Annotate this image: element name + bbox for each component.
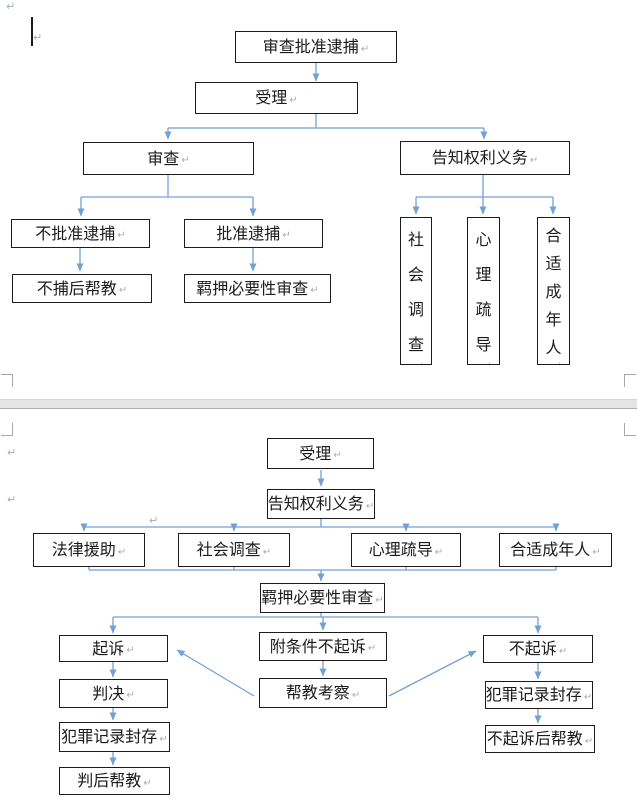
flow-node-judgment[interactable]: 判决↵ xyxy=(59,679,168,708)
node-label: 犯罪记录封存 xyxy=(485,685,582,704)
page-margin-corner-mark xyxy=(1,374,13,387)
paragraph-mark: ↵ xyxy=(6,0,16,13)
document-page-1: ↵ ↵ 审查批准逮捕↵ 受理↵ 审查↵ 告知权利义务↵ 不批准逮捕↵ 批准逮捕↵… xyxy=(0,0,637,399)
document-page-2: ↵ ↵ ↵ 受理↵ 告知权利义务↵ 法律援助↵ 社会调查↵ 心理疏导↵ 合适成年… xyxy=(0,409,637,805)
page-margin-corner-mark xyxy=(624,374,636,387)
node-label: 合适成年人 xyxy=(510,540,591,559)
node-label: 附条件不起诉 xyxy=(269,636,366,656)
paragraph-mark: ↵ xyxy=(262,546,272,558)
flow-node-review-approve-arrest[interactable]: 审查批准逮捕↵ xyxy=(235,31,397,63)
paragraph-mark: ↵ xyxy=(583,691,593,703)
flow-node-accept-p2[interactable]: 受理↵ xyxy=(267,438,374,469)
paragraph-mark: ↵ xyxy=(483,362,491,365)
flow-node-detention-review-p1[interactable]: 羁押必要性审查↵ xyxy=(184,274,331,303)
node-label: 告知权利义务 xyxy=(431,148,528,167)
flow-node-inform-rights-p1[interactable]: 告知权利义务↵ xyxy=(400,141,570,175)
node-label: 审查批准逮捕 xyxy=(262,37,359,56)
paragraph-mark: ↵ xyxy=(7,446,17,459)
node-label: 心理疏导 xyxy=(368,540,433,559)
paragraph-mark: ↵ xyxy=(181,155,190,166)
paragraph-mark: ↵ xyxy=(351,689,361,701)
paragraph-mark: ↵ xyxy=(375,594,384,606)
paragraph-mark: ↵ xyxy=(126,690,135,701)
flow-node-non-prosecution[interactable]: 不起诉↵ xyxy=(483,635,593,663)
paragraph-mark: ↵ xyxy=(365,500,375,512)
flow-node-record-seal-left[interactable]: 犯罪记录封存↵ xyxy=(59,722,170,752)
paragraph-mark: ↵ xyxy=(367,643,377,654)
paragraph-mark: ↵ xyxy=(7,493,17,506)
paragraph-mark: ↵ xyxy=(416,362,424,365)
flow-node-appropriate-adult-p2[interactable]: 合适成年人↵ xyxy=(499,533,612,567)
page-margin-corner-mark xyxy=(624,423,636,436)
paragraph-mark: ↵ xyxy=(434,546,444,558)
page-break-gap xyxy=(0,399,637,409)
node-label: 心理疏导 xyxy=(475,230,492,354)
node-label: 不批准逮捕 xyxy=(35,223,116,243)
node-label: 不起诉 xyxy=(508,639,557,658)
paragraph-mark: ↵ xyxy=(529,154,539,166)
node-label: 羁押必要性审查 xyxy=(196,278,309,298)
paragraph-mark: ↵ xyxy=(33,31,43,44)
paragraph-mark: ↵ xyxy=(289,94,298,106)
node-label: 告知权利义务 xyxy=(267,494,364,513)
flow-node-conditional-non-prosecution[interactable]: 附条件不起诉↵ xyxy=(259,632,387,661)
paragraph-mark: ↵ xyxy=(117,230,126,241)
paragraph-mark: ↵ xyxy=(282,230,291,241)
flow-node-prosecute[interactable]: 起诉↵ xyxy=(59,635,168,662)
paragraph-mark: ↵ xyxy=(558,645,568,657)
flow-node-disapprove-arrest[interactable]: 不批准逮捕↵ xyxy=(11,219,150,248)
node-label: 不起诉后帮教 xyxy=(486,729,583,748)
node-label: 起诉 xyxy=(92,638,125,658)
paragraph-mark: ↵ xyxy=(553,362,561,365)
flow-node-approve-arrest[interactable]: 批准逮捕↵ xyxy=(184,219,323,248)
paragraph-mark: ↵ xyxy=(592,546,601,558)
node-label: 法律援助 xyxy=(51,540,116,559)
flow-node-psych-counseling-p1[interactable]: 心理疏导 ↵ xyxy=(467,217,500,365)
flow-node-appropriate-adult-p1[interactable]: 合适成年人 ↵ xyxy=(537,217,570,365)
flow-node-social-investigation-p2[interactable]: 社会调查↵ xyxy=(178,533,290,567)
node-label: 合适成年人 xyxy=(545,226,562,357)
node-label: 不捕后帮教 xyxy=(36,278,117,298)
flow-node-accept-p1[interactable]: 受理↵ xyxy=(195,82,358,114)
node-label: 羁押必要性审查 xyxy=(261,588,374,607)
flow-node-detention-review-p2[interactable]: 羁押必要性审查↵ xyxy=(260,583,385,613)
paragraph-mark: ↵ xyxy=(333,450,342,461)
node-label: 社会调查 xyxy=(196,540,261,559)
flow-node-post-non-prosecution-support[interactable]: 不起诉后帮教↵ xyxy=(485,725,595,753)
node-label: 判决 xyxy=(92,683,125,703)
node-label: 社会调查 xyxy=(407,230,424,354)
paragraph-mark: ↵ xyxy=(149,514,159,527)
flow-node-no-arrest-support[interactable]: 不捕后帮教↵ xyxy=(12,274,152,303)
page-margin-corner-mark xyxy=(1,423,13,436)
paragraph-mark: ↵ xyxy=(143,777,152,789)
flow-node-social-investigation-p1[interactable]: 社会调查 ↵ xyxy=(400,217,432,365)
node-label: 受理 xyxy=(299,443,332,463)
paragraph-mark: ↵ xyxy=(310,285,319,296)
node-label: 判后帮教 xyxy=(77,771,142,790)
text-cursor xyxy=(31,17,33,46)
node-label: 帮教考察 xyxy=(285,683,350,702)
flow-node-inform-rights-p2[interactable]: 告知权利义务↵ xyxy=(267,489,375,519)
paragraph-mark: ↵ xyxy=(118,285,128,296)
paragraph-mark: ↵ xyxy=(126,645,135,656)
flow-node-post-judgment-support[interactable]: 判后帮教↵ xyxy=(59,767,170,795)
node-label: 犯罪记录封存 xyxy=(61,727,158,746)
flow-node-psych-counseling-p2[interactable]: 心理疏导↵ xyxy=(351,533,461,567)
flow-node-review[interactable]: 审查↵ xyxy=(83,142,254,175)
flow-node-probation-inspection[interactable]: 帮教考察↵ xyxy=(259,678,387,708)
node-label: 受理 xyxy=(255,88,288,107)
paragraph-mark: ↵ xyxy=(117,546,127,558)
flow-node-record-seal-right[interactable]: 犯罪记录封存↵ xyxy=(485,681,593,709)
flow-node-legal-aid[interactable]: 法律援助↵ xyxy=(33,533,145,567)
paragraph-mark: ↵ xyxy=(159,733,168,745)
node-label: 审查 xyxy=(147,148,180,168)
paragraph-mark: ↵ xyxy=(584,735,594,747)
node-label: 批准逮捕 xyxy=(216,223,281,243)
paragraph-mark: ↵ xyxy=(360,43,370,55)
